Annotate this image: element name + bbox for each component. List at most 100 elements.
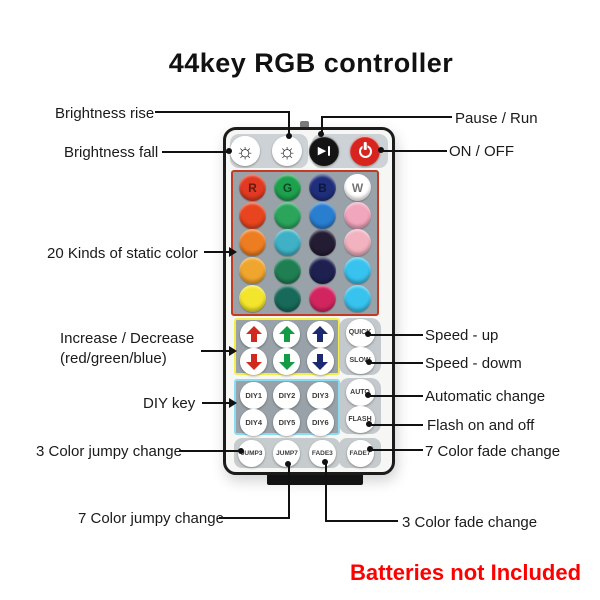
- line-diy-key: [202, 402, 232, 404]
- color-key-white[interactable]: W: [344, 174, 371, 202]
- diy-key-grid: DIY1 DIY2 DIY3 DIY4 DIY5 DIY6: [234, 379, 340, 436]
- brightness-fall-button[interactable]: ☼: [230, 136, 260, 166]
- label-flash-on-off: Flash on and off: [427, 417, 535, 434]
- arrowhead-diy-key: [229, 398, 237, 408]
- label-7color-jumpy: 7 Color jumpy change: [78, 510, 224, 527]
- line-7color-jumpy: [219, 517, 290, 519]
- label-on-off: ON / OFF: [449, 143, 514, 160]
- color-key[interactable]: [239, 257, 266, 285]
- line-7color-jumpy-rise: [288, 465, 290, 519]
- dot-brightness-fall: [226, 148, 232, 154]
- blue-decrease-button[interactable]: [306, 348, 334, 375]
- diy4-button[interactable]: DIY4: [240, 409, 268, 436]
- dot-on-off: [378, 147, 384, 153]
- line-7color-fade: [371, 449, 423, 451]
- page-title: 44key RGB controller: [168, 48, 454, 78]
- color-key[interactable]: [309, 201, 336, 229]
- down-arrow-icon: [279, 353, 295, 370]
- flash-button[interactable]: FLASH: [345, 406, 375, 433]
- pause-bar-icon: [327, 146, 331, 156]
- color-key-red[interactable]: R: [239, 174, 266, 202]
- battery-note: Batteries not Included: [350, 560, 582, 585]
- diy6-button[interactable]: DIY6: [306, 409, 334, 436]
- line-brightness-rise: [155, 111, 290, 113]
- label-3color-fade: 3 Color fade change: [402, 514, 538, 531]
- label-static-color: 20 Kinds of static color: [47, 245, 198, 262]
- color-key[interactable]: [274, 284, 301, 312]
- red-increase-button[interactable]: [240, 321, 268, 348]
- dot-brightness-rise: [286, 133, 292, 139]
- label-increase-decrease-line1: Increase / Decrease: [60, 330, 195, 347]
- up-arrow-icon: [246, 326, 262, 343]
- color-key[interactable]: [309, 257, 336, 285]
- rgb-adjust-grid: [234, 318, 340, 375]
- label-brightness-rise: Brightness rise: [55, 105, 155, 122]
- label-increase-decrease-line2: (red/green/blue): [60, 350, 167, 367]
- color-key[interactable]: [344, 257, 371, 285]
- dot-3color-jumpy: [238, 448, 244, 454]
- color-key-blue[interactable]: B: [309, 174, 336, 202]
- dot-7color-jumpy: [285, 461, 291, 467]
- power-button[interactable]: [350, 136, 380, 166]
- label-brightness-fall: Brightness fall: [64, 144, 159, 161]
- label-speed-down: Speed - dowm: [425, 355, 522, 372]
- dot-flash-on-off: [366, 421, 372, 427]
- red-decrease-button[interactable]: [240, 348, 268, 375]
- label-increase-decrease: Increase / Decrease (red/green/blue): [60, 329, 194, 369]
- power-icon: [358, 144, 372, 158]
- label-pause-run: Pause / Run: [455, 110, 538, 127]
- color-key[interactable]: [344, 229, 371, 257]
- dot-speed-up: [365, 331, 371, 337]
- line-flash-on-off: [370, 424, 423, 426]
- dot-automatic-change: [365, 392, 371, 398]
- line-brightness-rise-drop: [288, 111, 290, 137]
- blue-increase-button[interactable]: [306, 321, 334, 348]
- line-pause-run-drop: [321, 116, 323, 136]
- key-letter: R: [248, 180, 257, 195]
- dot-pause-run: [318, 131, 324, 137]
- green-increase-button[interactable]: [273, 321, 301, 348]
- color-key[interactable]: [344, 284, 371, 312]
- line-increase-decrease: [201, 350, 232, 352]
- color-key[interactable]: [344, 201, 371, 229]
- line-pause-run: [321, 116, 452, 118]
- jump7-button[interactable]: JUMP7: [273, 439, 301, 467]
- arrowhead-static-color: [229, 247, 237, 257]
- label-speed-up: Speed - up: [425, 327, 499, 344]
- color-key[interactable]: [239, 201, 266, 229]
- color-key[interactable]: [309, 229, 336, 257]
- static-color-grid: R G B W: [231, 170, 379, 316]
- label-3color-jumpy: 3 Color jumpy change: [36, 443, 182, 460]
- color-key[interactable]: [239, 229, 266, 257]
- diy1-button[interactable]: DIY1: [240, 382, 268, 409]
- color-key[interactable]: [309, 284, 336, 312]
- line-speed-down: [370, 362, 423, 364]
- up-arrow-icon: [279, 326, 295, 343]
- color-key[interactable]: [274, 201, 301, 229]
- up-arrow-icon: [312, 326, 328, 343]
- color-key[interactable]: [274, 229, 301, 257]
- arrowhead-increase-decrease: [229, 346, 237, 356]
- diy5-button[interactable]: DIY5: [273, 409, 301, 436]
- ir-led-notch: [300, 121, 309, 128]
- diy2-button[interactable]: DIY2: [273, 382, 301, 409]
- speed-button-panel: QUICK SLOW: [339, 318, 381, 375]
- green-decrease-button[interactable]: [273, 348, 301, 375]
- key-letter: B: [318, 180, 327, 195]
- brightness-rise-button[interactable]: ☼: [272, 136, 302, 166]
- line-3color-fade: [325, 520, 398, 522]
- color-key[interactable]: [239, 284, 266, 312]
- play-pause-icon: ▶: [317, 144, 327, 157]
- key-letter: W: [351, 180, 364, 195]
- pause-run-button[interactable]: ▶: [309, 136, 339, 166]
- line-brightness-fall: [162, 151, 228, 153]
- line-static-color: [204, 251, 232, 253]
- line-speed-up: [369, 334, 423, 336]
- label-automatic-change: Automatic change: [425, 388, 546, 405]
- color-key-green[interactable]: G: [274, 174, 301, 202]
- down-arrow-icon: [312, 353, 328, 370]
- diy3-button[interactable]: DIY3: [306, 382, 334, 409]
- color-key[interactable]: [274, 257, 301, 285]
- fade7-button[interactable]: FADE7: [346, 439, 374, 467]
